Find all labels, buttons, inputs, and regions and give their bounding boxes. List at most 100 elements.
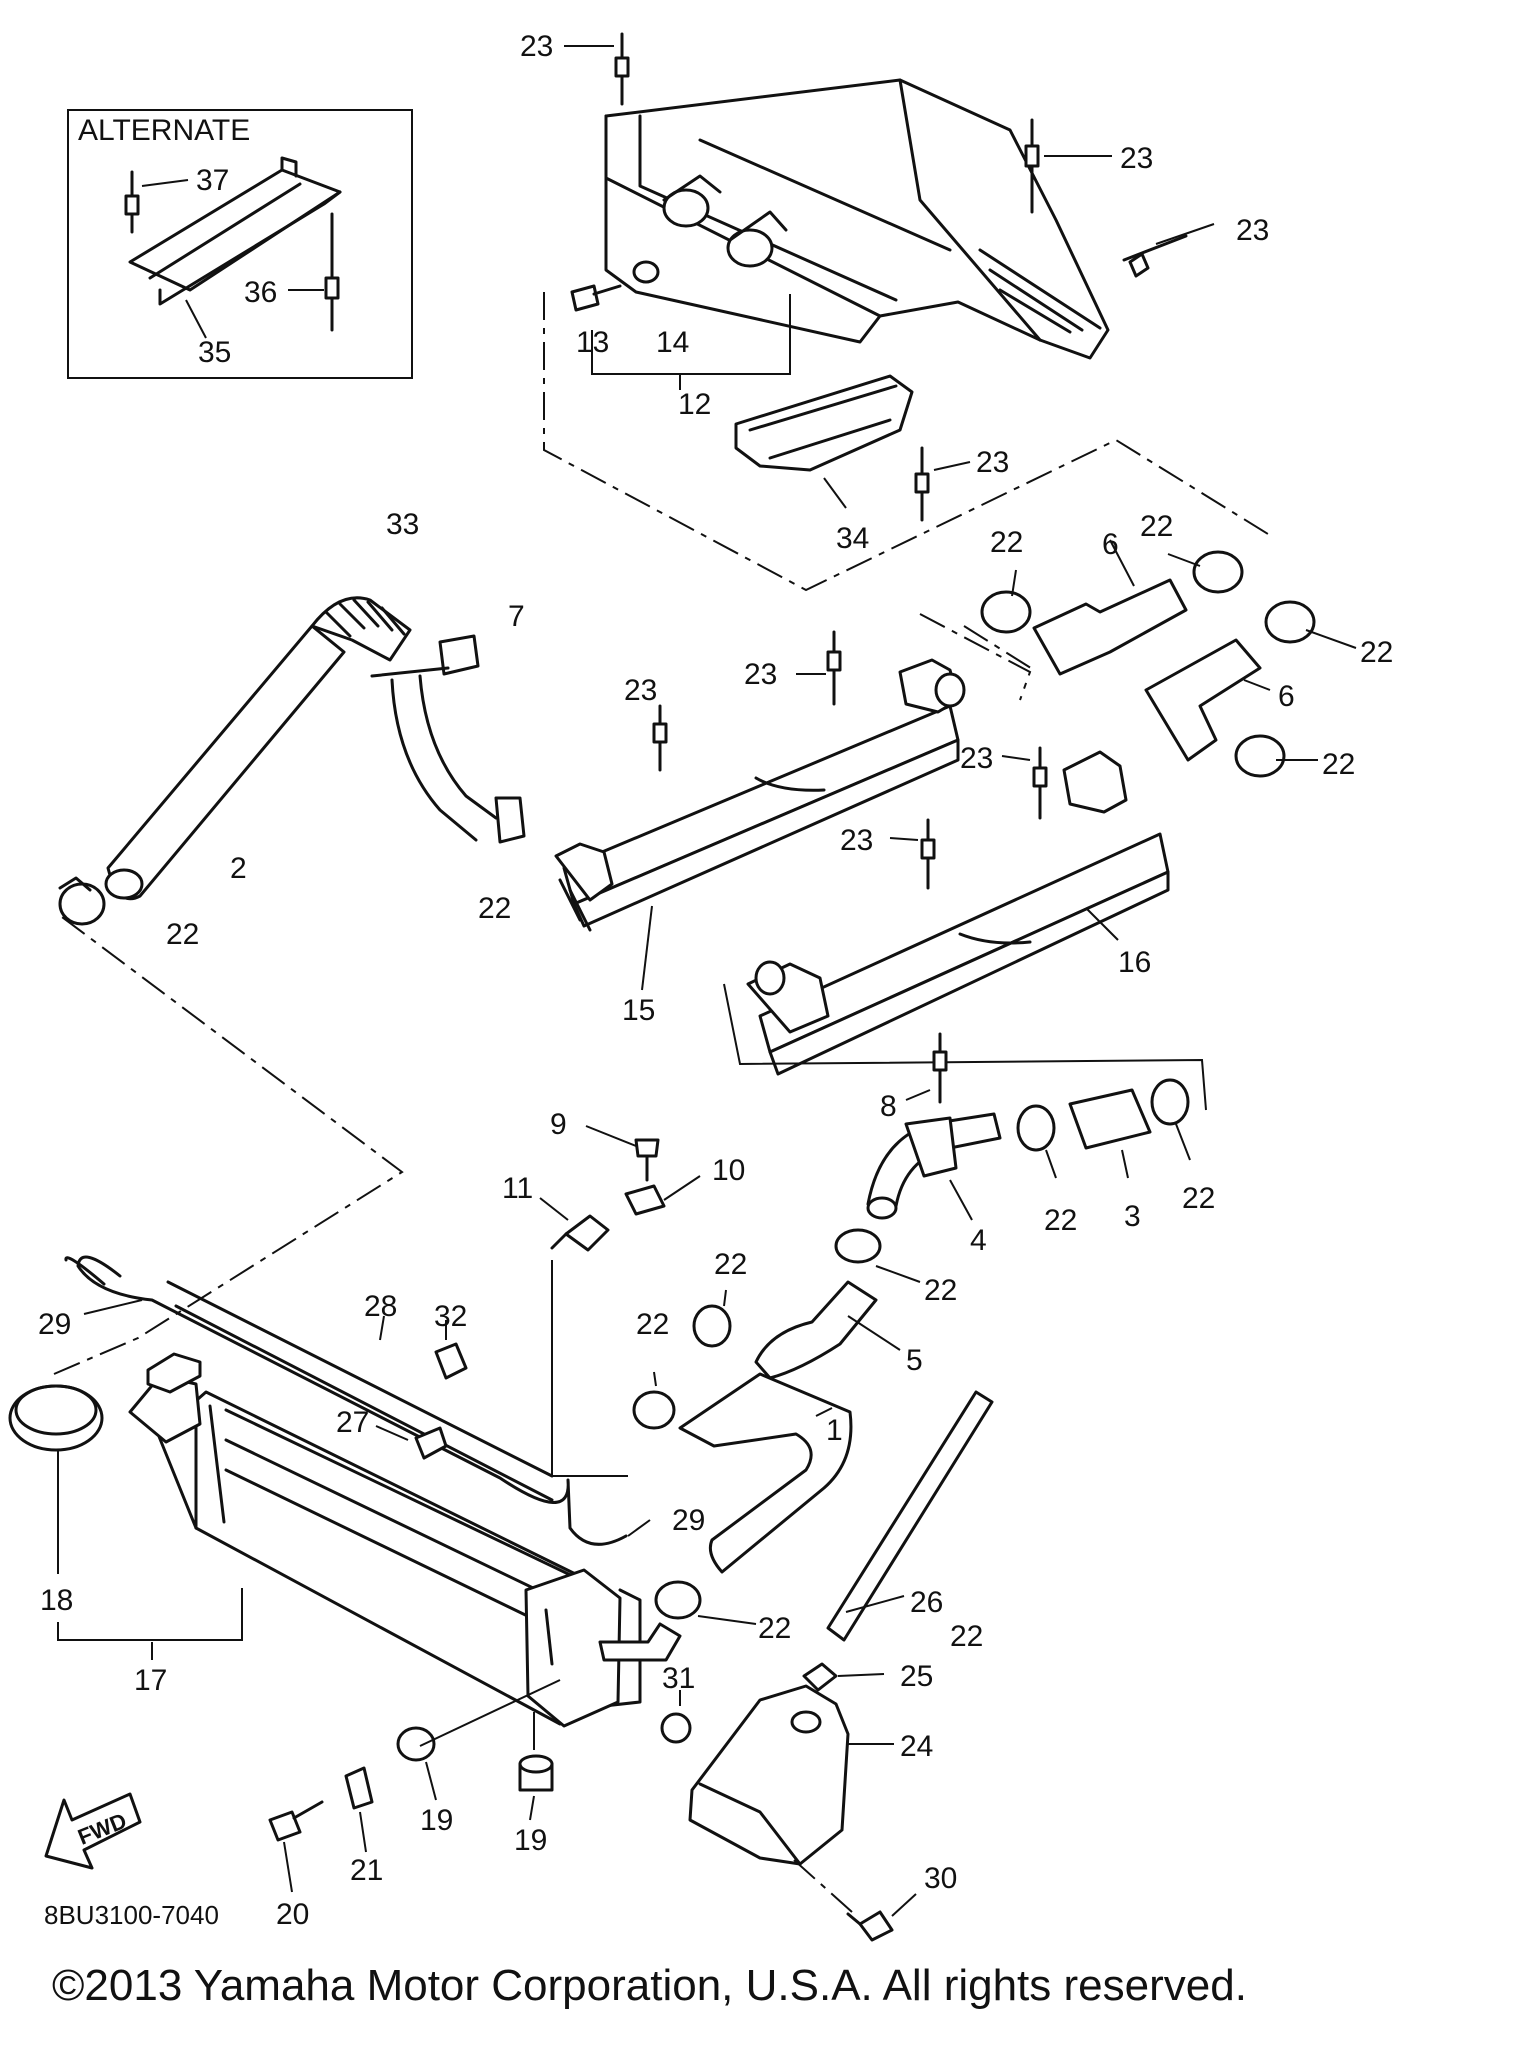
callout-3: 3 (1124, 1200, 1141, 1233)
callout-14: 14 (656, 326, 689, 359)
callout-30: 30 (924, 1862, 957, 1895)
callout-22b: 22 (1140, 510, 1173, 543)
alternate-inset-frame (67, 109, 413, 379)
callout-8: 8 (880, 1090, 897, 1123)
part-21-collar (344, 1766, 374, 1810)
callout-26: 26 (910, 1586, 943, 1619)
callout-5: 5 (906, 1344, 923, 1377)
callout-10: 10 (712, 1154, 745, 1187)
diagram-code: 8BU3100-7040 (44, 1900, 219, 1930)
callout-23d: 23 (976, 446, 1009, 479)
callout-25: 25 (900, 1660, 933, 1693)
part-23-rivet-top-right (1024, 118, 1040, 214)
part-28-overflow-pipe (166, 1280, 554, 1502)
copyright-notice: ©2013 Yamaha Motor Corporation, U.S.A. A… (52, 1961, 1247, 2010)
callout-37: 37 (196, 164, 229, 197)
part-22-clamp-hose1-top (632, 1390, 676, 1430)
callout-32: 32 (434, 1300, 467, 1333)
callout-12: 12 (678, 388, 711, 421)
callout-28: 28 (364, 1290, 397, 1323)
top-cover-outlet-1 (662, 188, 710, 228)
part-2-hose (104, 624, 346, 901)
callout-4: 4 (970, 1224, 987, 1257)
part-33-corrugated-hose (310, 596, 412, 662)
part-25-cap (802, 1662, 838, 1692)
callouts: 37 36 35 23 23 23 23 13 14 12 34 33 7 22… (38, 30, 1393, 1931)
part-10-clip (624, 1184, 666, 1216)
callout-22d: 22 (1322, 748, 1355, 781)
part-9-screw (634, 1138, 660, 1182)
callout-23g: 23 (960, 742, 993, 775)
callout-35: 35 (198, 336, 231, 369)
part-22-clamp-upper-1 (980, 590, 1032, 634)
part-14-washer (632, 260, 660, 284)
top-cover-outlet-2 (726, 228, 774, 268)
callout-23a: 23 (520, 30, 553, 63)
part-22-clamp-hose5-top (834, 1228, 882, 1264)
callout-22e: 22 (166, 918, 199, 951)
part-31-grommet (660, 1712, 692, 1744)
callout-23c: 23 (1236, 214, 1269, 247)
part-11-sensor (550, 1214, 610, 1252)
callout-17: 17 (134, 1664, 167, 1697)
callout-13: 13 (576, 326, 609, 359)
part-30-bolt (846, 1910, 894, 1942)
callout-29a: 29 (38, 1308, 71, 1341)
part-22-clamp-upper-4 (1234, 734, 1286, 778)
part-32-clamp (434, 1342, 468, 1380)
part-15-oil-cooler-left (554, 658, 966, 932)
part-22-clamp-cooler-left (494, 796, 526, 844)
part-22-clamp-hose1-bottom (654, 1580, 702, 1620)
part-3-hose (1068, 1088, 1152, 1150)
callout-23h: 23 (840, 824, 873, 857)
part-22-clamp-pipe-left (1016, 1104, 1056, 1152)
callout-15: 15 (622, 994, 655, 1027)
callout-20: 20 (276, 1898, 309, 1931)
callout-33: 33 (386, 508, 419, 541)
callout-23f: 23 (624, 674, 657, 707)
part-6-hose-lower (1144, 638, 1262, 762)
part-34-shield-plate (734, 374, 914, 472)
part-23-rivet-shield (914, 446, 930, 522)
part-23-rivet-cooler-4 (920, 818, 936, 890)
callout-19b: 19 (514, 1824, 547, 1857)
part-24-reservoir-tank (688, 1684, 850, 1866)
part-22-clamp-hose5-bottom (692, 1304, 732, 1348)
callout-34: 34 (836, 522, 869, 555)
part-22-clamp-upper-2 (1192, 550, 1244, 594)
callout-6a: 6 (1102, 528, 1119, 561)
callout-22l: 22 (758, 1612, 791, 1645)
callout-22j: 22 (714, 1248, 747, 1281)
part-19-grommet-left (396, 1726, 436, 1762)
part-7-clamp (370, 634, 480, 678)
callout-21: 21 (350, 1854, 383, 1887)
part-5-hose (754, 1280, 878, 1380)
part-36-rivet (324, 212, 340, 332)
part-12-top-cover (604, 78, 1110, 360)
alternate-inset-label: ALTERNATE (78, 114, 250, 147)
part-35-cover-plate-alt (128, 156, 342, 306)
callout-22h: 22 (1182, 1182, 1215, 1215)
part-26-vent-hose (826, 1390, 994, 1642)
callout-2: 2 (230, 852, 247, 885)
callout-22g: 22 (1044, 1204, 1077, 1237)
callout-23e: 23 (744, 658, 777, 691)
part-18-radiator-cap (8, 1384, 104, 1452)
alternate-inset: ALTERNATE (67, 109, 413, 379)
part-6-hose-upper (1032, 578, 1188, 676)
part-23-rivet-right (1122, 234, 1188, 278)
callout-9: 9 (550, 1108, 567, 1141)
part-22-clamp-pipe-right (1150, 1078, 1190, 1126)
part-29-hose-top (64, 1255, 628, 1546)
callout-22m: 22 (950, 1620, 983, 1653)
callout-1: 1 (826, 1414, 843, 1447)
callout-22i: 22 (924, 1274, 957, 1307)
part-27-clip (414, 1426, 448, 1460)
callout-11: 11 (502, 1172, 533, 1205)
callout-22c: 22 (1360, 636, 1393, 669)
part-19-grommet-right (518, 1754, 554, 1792)
part-17-radiator (128, 1352, 642, 1728)
part-16-oil-cooler-right (746, 750, 1170, 1076)
callout-23b: 23 (1120, 142, 1153, 175)
part-13-bolt (570, 284, 622, 312)
